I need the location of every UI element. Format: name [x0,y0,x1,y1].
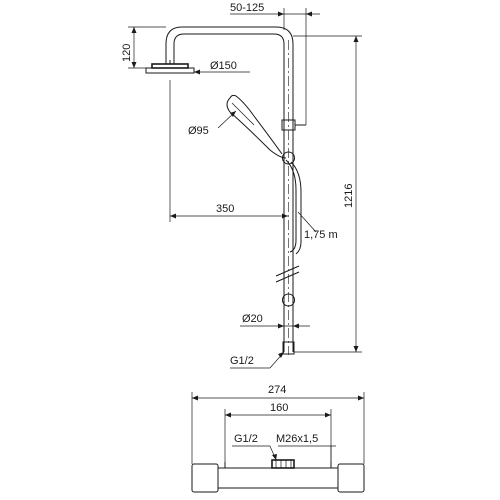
mixer-width-label: 274 [268,384,286,396]
shower-column [165,26,300,355]
head-height-label: 120 [121,44,133,62]
head-diameter-label: Ø150 [210,60,237,72]
total-height-dimension: 1216 [293,35,362,353]
arm-reach-label: 350 [216,203,234,215]
overhead-shower-head [145,60,195,74]
slider-holder [281,119,306,307]
arm-reach-dimension: 350 [169,80,288,222]
hand-shower-diameter-label: Ø95 [188,125,209,137]
thermostatic-mixer [191,459,365,493]
connection-spacing-dimension: 160 [224,402,332,462]
hand-shower-diameter-dimension: Ø95 [188,110,237,137]
hose [285,159,302,255]
mixer-inlet-thread-dimension: G1/2 [232,433,277,461]
head-height-dimension: 120 [121,26,166,69]
mixer-width-dimension: 274 [191,384,365,464]
inlet-thread-dimension: G1/2 [230,351,285,369]
mixer-outlet-thread-dimension: M26x1,5 [276,433,336,462]
total-height-label: 1216 [343,184,355,208]
mixer-inlet-thread-label: G1/2 [234,433,258,445]
head-diameter-dimension: Ø150 [194,60,250,75]
hose-length-label: 1,75 m [304,229,338,241]
mixer-outlet-thread-label: M26x1,5 [276,433,318,445]
hand-shower [226,94,287,159]
hose-length-dimension: 1,75 m [297,211,338,241]
arm-offset-label: 50-125 [230,2,264,14]
inlet-thread-label: G1/2 [230,355,254,367]
connection-spacing-label: 160 [270,402,288,414]
arm-offset-dimension: 50-125 [230,2,320,125]
rail-diameter-dimension: Ø20 [240,313,310,329]
rail-diameter-label: Ø20 [242,313,263,325]
